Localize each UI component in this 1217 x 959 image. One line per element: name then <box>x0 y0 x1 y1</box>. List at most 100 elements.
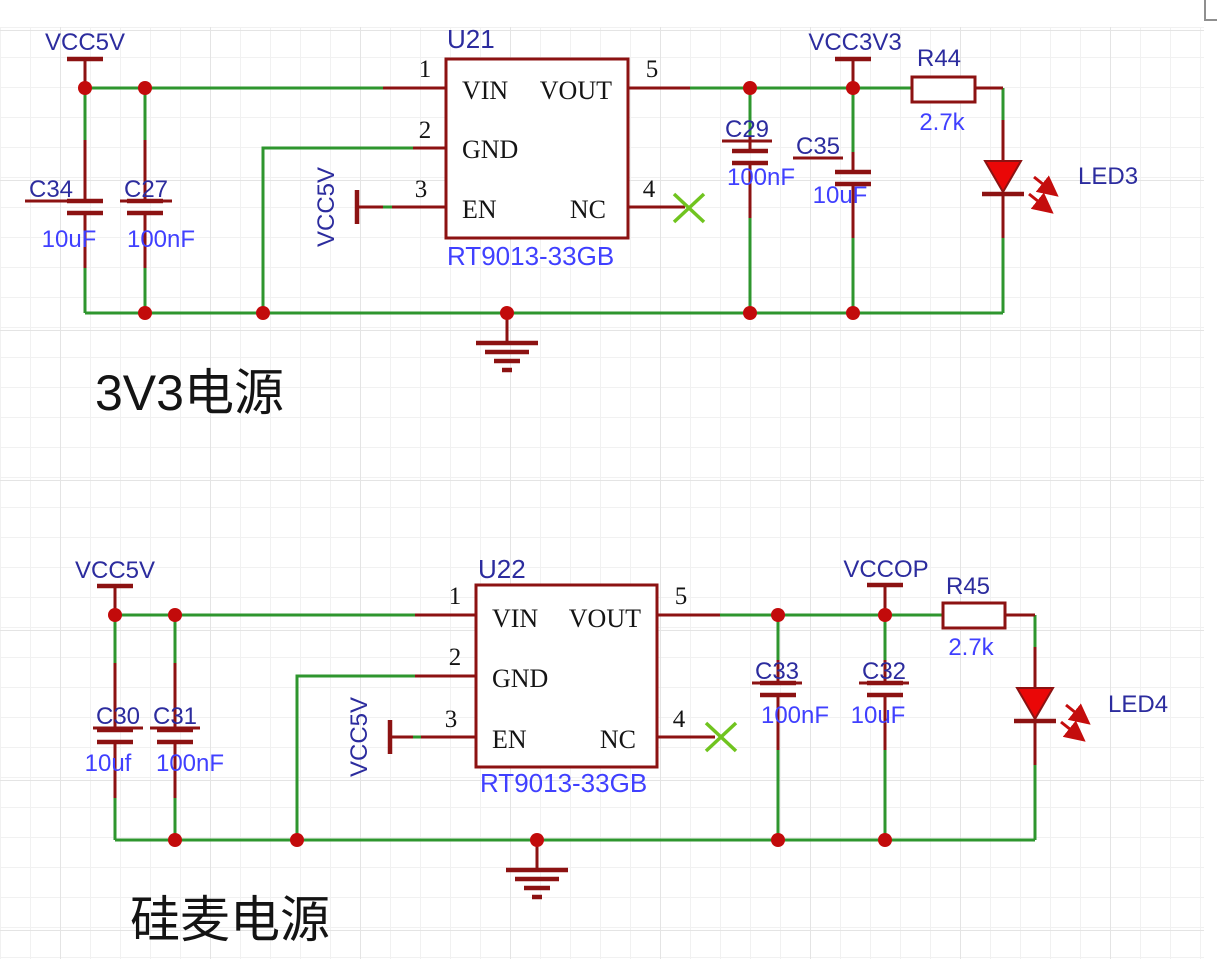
led-triangle <box>983 160 1023 194</box>
circuit-3v3-power: VCC5V C34 10uF C27 100nF <box>25 24 1138 421</box>
junction-dot <box>846 81 860 95</box>
junction-dot <box>138 81 152 95</box>
section-title-mic[interactable]: 硅麦电源 <box>130 892 330 948</box>
pin-name-vout: VOUT <box>569 604 641 633</box>
pin-name-vin: VIN <box>462 76 508 105</box>
cap-plates <box>835 169 871 187</box>
pin-number-2: 2 <box>419 117 432 144</box>
led-led4[interactable]: LED4 <box>1014 647 1168 765</box>
junction-dot <box>290 833 304 847</box>
ic-designator: U22 <box>478 554 526 584</box>
pin-number-5: 5 <box>675 583 688 610</box>
pin-number-1: 1 <box>449 583 462 610</box>
ic-part-number: RT9013-33GB <box>480 768 647 798</box>
resistor-r45[interactable]: R45 2.7k <box>941 573 1035 661</box>
junction-dot <box>743 306 757 320</box>
cap-designator: C27 <box>124 176 168 203</box>
led-light-arrow <box>1060 720 1086 742</box>
junction-dot <box>743 81 757 95</box>
ground-symbol[interactable] <box>476 313 538 373</box>
junction-dot <box>878 608 892 622</box>
junction-dot <box>108 608 122 622</box>
pin-number-4: 4 <box>643 176 656 203</box>
pin-lead <box>383 86 690 209</box>
ground-symbol[interactable] <box>506 840 568 900</box>
junction-dot <box>168 833 182 847</box>
cap-plates <box>97 727 133 745</box>
ic-body <box>474 583 659 769</box>
resistor-r44[interactable]: R44 2.7k <box>910 45 1003 136</box>
power-flag-vcc5v[interactable]: VCC5V <box>75 557 155 615</box>
cap-value: 10uF <box>42 226 97 253</box>
pin-number-3: 3 <box>415 176 428 203</box>
net-label: VCC5V <box>75 557 155 584</box>
capacitor-c29[interactable]: C29 100nF <box>722 116 795 218</box>
power-flag-vcc3v3[interactable]: VCC3V3 <box>808 29 902 88</box>
ic-designator: U21 <box>447 24 495 54</box>
pin-name-nc: NC <box>570 195 606 224</box>
cap-value: 10uF <box>851 702 906 729</box>
cap-designator: C31 <box>153 703 197 730</box>
junction-dot <box>168 608 182 622</box>
cap-designator: C29 <box>725 116 769 143</box>
net-label: VCC5V <box>45 29 125 56</box>
led-light-arrow <box>1028 192 1054 214</box>
capacitor-c31[interactable]: C31 100nF <box>150 663 224 798</box>
wire-segment[interactable] <box>295 674 415 840</box>
junction-dot <box>530 833 544 847</box>
junction-dot <box>78 81 92 95</box>
resistor-body <box>941 601 1007 630</box>
capacitor-c35[interactable]: C35 10uF <box>793 133 871 238</box>
capacitor-c30[interactable]: C30 10uf <box>85 663 143 798</box>
junction-dots <box>78 81 860 320</box>
pin-name-vout: VOUT <box>540 76 612 105</box>
cap-designator: C33 <box>755 658 799 685</box>
cap-designator: C35 <box>796 133 840 160</box>
pin-number-2: 2 <box>449 644 462 671</box>
net-label: VCC5V <box>313 167 340 247</box>
capacitor-c33[interactable]: C33 100nF <box>752 658 829 750</box>
scrollbar-corner-button[interactable] <box>1204 0 1217 21</box>
pin-number-1: 1 <box>419 56 432 83</box>
regulator-u21[interactable]: U21 RT9013-33GB VIN VOUT GND EN NC 1 2 3… <box>415 24 659 271</box>
cap-designator: C34 <box>29 176 73 203</box>
capacitor-c27[interactable]: C27 100nF <box>120 140 195 268</box>
cap-plates <box>157 727 193 745</box>
regulator-u22[interactable]: U22 RT9013-33GB VIN VOUT GND EN NC 1 2 3… <box>445 554 688 798</box>
led-led3[interactable]: LED3 <box>982 120 1138 238</box>
net-label: VCCOP <box>843 556 928 583</box>
ground-bars <box>506 867 568 900</box>
capacitor-c32[interactable]: C32 10uF <box>851 658 909 750</box>
resistor-value: 2.7k <box>919 109 965 136</box>
power-flag-en-vcc5v[interactable]: VCC5V <box>313 167 383 247</box>
power-flag-en-vcc5v[interactable]: VCC5V <box>346 697 413 777</box>
pin-number-3: 3 <box>445 706 458 733</box>
pin-number-4: 4 <box>673 706 686 733</box>
wire-segment[interactable] <box>261 146 413 313</box>
junction-dot <box>138 306 152 320</box>
power-flag-vcc5v[interactable]: VCC5V <box>45 29 125 88</box>
no-connect-icon[interactable] <box>704 721 738 753</box>
junction-dot <box>878 833 892 847</box>
junction-dot <box>771 608 785 622</box>
capacitor-c34[interactable]: C34 10uF <box>25 140 103 268</box>
scrollbar-track[interactable] <box>1204 0 1217 959</box>
junction-dot <box>500 306 514 320</box>
cap-value: 100nF <box>761 702 829 729</box>
no-connect-icon[interactable] <box>672 192 706 224</box>
pin-name-vin: VIN <box>492 604 538 633</box>
led-light-arrow <box>1065 703 1091 725</box>
pin-name-en: EN <box>462 195 497 224</box>
cap-plates <box>732 148 768 166</box>
cap-value: 10uf <box>85 750 132 777</box>
resistor-body <box>910 75 977 104</box>
section-title-3v3[interactable]: 3V3电源 <box>95 365 284 421</box>
pin-lead <box>415 613 720 739</box>
power-flag-vccop[interactable]: VCCOP <box>843 556 929 615</box>
pin-name-gnd: GND <box>462 135 518 164</box>
led-designator: LED4 <box>1108 691 1168 718</box>
junction-dot <box>846 306 860 320</box>
led-light-arrow <box>1033 175 1059 197</box>
